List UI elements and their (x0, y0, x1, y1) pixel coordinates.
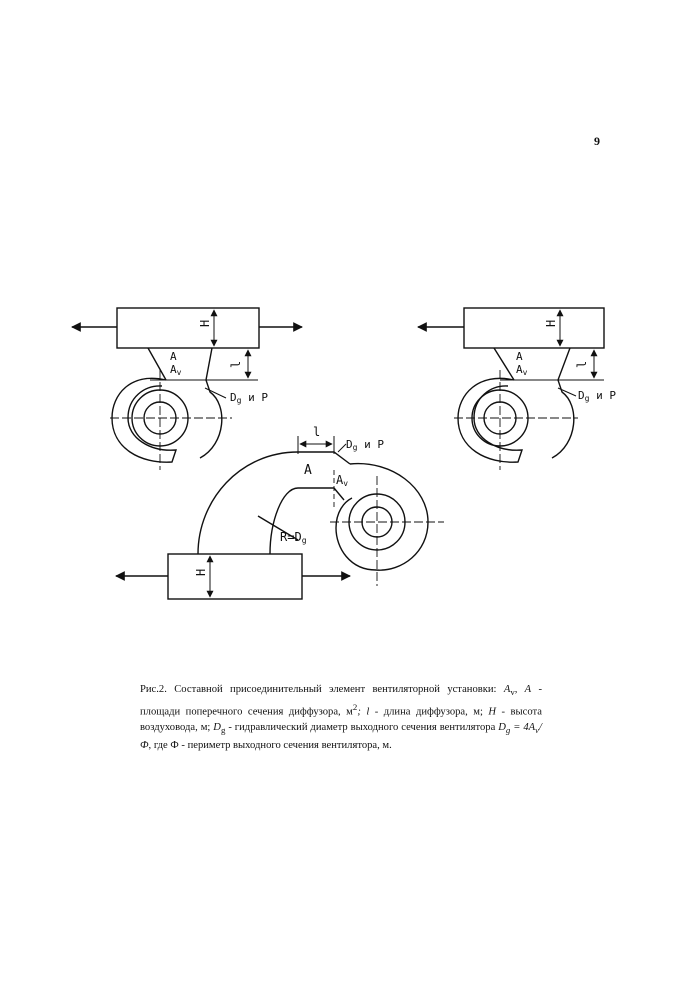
page-number: 9 (594, 134, 600, 148)
left-duct (116, 307, 260, 349)
center-label-l: l (313, 425, 320, 439)
left-label-h: H (198, 320, 212, 327)
left-label-l: l (229, 361, 243, 368)
right-assembly (417, 307, 605, 470)
center-label-radius: R=Dg (280, 530, 307, 545)
right-label-h: H (544, 320, 558, 327)
center-elbow-inner (269, 487, 299, 555)
right-duct (463, 307, 605, 349)
right-label-av: Av (516, 363, 528, 377)
left-fan-scroll (111, 377, 177, 463)
center-label-dg-p: Dg и P (346, 438, 384, 452)
left-assembly (71, 307, 303, 470)
right-diffuser (493, 347, 571, 381)
center-label-a: A (304, 463, 312, 478)
left-label-dg-p: Dg и P (230, 391, 268, 405)
center-elbow-outer (197, 451, 299, 555)
left-label-av: Av (170, 363, 182, 377)
center-label-h: H (194, 569, 208, 576)
right-label-dg-p: Dg и P (578, 389, 616, 403)
right-fan-scroll (457, 377, 523, 463)
figure-caption: Рис.2. Составной присоединительный элеме… (140, 684, 542, 751)
left-label-a: A (170, 350, 177, 363)
right-label-a: A (516, 350, 523, 363)
center-assembly (115, 436, 444, 600)
left-diffuser (147, 347, 213, 381)
caption-formula: Dg = 4Av/Ф (140, 721, 542, 751)
right-label-l: l (575, 361, 589, 368)
caption-label: Рис.2. (140, 684, 167, 695)
center-fan-scroll (335, 462, 429, 571)
center-label-av: Av (336, 473, 348, 488)
center-duct (167, 553, 303, 600)
